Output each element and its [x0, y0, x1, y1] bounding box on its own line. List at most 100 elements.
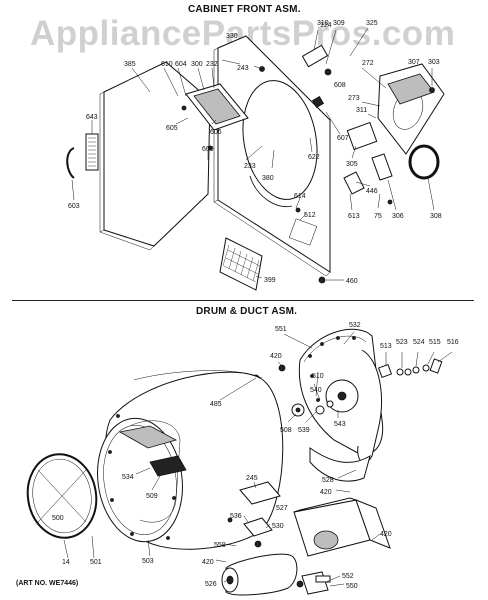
label-516: 516 [447, 339, 459, 346]
door-catch [343, 171, 365, 195]
cabinet-part-labels: 124 310 309 325 385 610 604 300 232 243 … [68, 20, 442, 285]
rear-bulkhead [298, 328, 384, 464]
art-number: (ART NO. WE7446) [16, 580, 79, 587]
label-604: 604 [175, 61, 187, 68]
lint-filter-slot [193, 88, 241, 125]
label-530: 530 [272, 523, 284, 530]
label-552: 552 [342, 573, 354, 580]
label-614: 614 [294, 193, 306, 200]
lint-filter-screen [219, 237, 263, 291]
label-606: 606 [210, 129, 222, 136]
label-300: 300 [191, 61, 203, 68]
label-603: 603 [68, 203, 80, 210]
label-510: 510 [312, 373, 324, 380]
label-485: 485 [210, 401, 222, 408]
door-strike [85, 133, 99, 171]
label-305: 305 [346, 161, 358, 168]
label-243: 243 [237, 65, 249, 72]
door-handle [66, 147, 75, 179]
drive-motor [221, 553, 298, 596]
section-divider [12, 300, 474, 301]
label-420-d: 420 [202, 559, 214, 566]
drum-rivets [108, 414, 176, 540]
label-528: 528 [322, 477, 334, 484]
label-446: 446 [366, 188, 378, 195]
label-124: 124 [320, 22, 332, 29]
label-420-a: 420 [270, 353, 282, 360]
label-311: 311 [356, 107, 367, 114]
label-523: 523 [396, 339, 408, 346]
label-380: 380 [262, 175, 274, 182]
cabinet-front-title: CABINET FRONT ASM. [188, 4, 301, 15]
label-536: 536 [230, 513, 242, 520]
terminal-block [346, 121, 378, 151]
label-643: 643 [86, 114, 98, 121]
label-539: 539 [298, 427, 310, 434]
label-608: 608 [334, 82, 346, 89]
label-303: 303 [428, 59, 440, 66]
label-551: 551 [275, 326, 287, 333]
leader-lines-drum [63, 331, 453, 587]
door-panel [99, 61, 211, 251]
label-500: 500 [52, 515, 64, 522]
label-605: 605 [166, 125, 178, 132]
blower-wheel [296, 571, 331, 595]
label-513: 513 [380, 343, 392, 350]
label-512: 512 [304, 212, 316, 219]
label-501: 501 [90, 559, 102, 566]
drum-part-labels: 551 532 420 510 513 523 524 515 516 485 … [52, 322, 459, 590]
label-527: 527 [276, 505, 288, 512]
bracket [371, 153, 393, 181]
label-399: 399 [264, 277, 276, 284]
label-14: 14 [62, 559, 70, 566]
label-306: 306 [392, 213, 404, 220]
label-534: 534 [122, 474, 134, 481]
cabinet-front-panel [213, 35, 331, 277]
idler-parts [377, 358, 443, 379]
label-622: 622 [308, 154, 320, 161]
drum-duct-title: DRUM & DUCT ASM. [196, 306, 298, 317]
label-460: 460 [346, 278, 358, 285]
label-508: 508 [280, 427, 292, 434]
label-550: 550 [346, 583, 358, 590]
label-543: 543 [334, 421, 346, 428]
label-385: 385 [124, 61, 136, 68]
label-526: 526 [205, 581, 217, 588]
exhaust-duct [293, 497, 391, 557]
dryer-drum [97, 370, 284, 550]
label-310: 310 [317, 20, 329, 27]
drum-seal-ring [408, 144, 440, 180]
label-232: 232 [206, 61, 218, 68]
label-524: 524 [413, 339, 425, 346]
label-330: 330 [226, 33, 238, 40]
drum-rear-ramp [309, 447, 371, 482]
label-609: 609 [202, 146, 214, 153]
label-273: 273 [348, 95, 360, 102]
label-233: 233 [244, 163, 256, 170]
label-420-c: 420 [380, 531, 392, 538]
label-75: 75 [374, 213, 382, 220]
leader-lines-cabinet [71, 27, 435, 281]
label-309: 309 [333, 20, 345, 27]
label-509: 509 [146, 493, 158, 500]
label-245: 245 [246, 475, 258, 482]
label-515: 515 [429, 339, 441, 346]
cabinet-clip [311, 95, 325, 109]
belt-clip-parts [227, 481, 281, 548]
door-strike-hatch [88, 137, 96, 167]
drum-front-seal [26, 453, 98, 539]
label-503: 503 [142, 558, 154, 565]
label-420-b: 420 [320, 489, 332, 496]
label-308: 308 [430, 213, 442, 220]
label-558: 558 [214, 542, 226, 549]
door-switch [301, 44, 332, 76]
label-613: 613 [348, 213, 360, 220]
label-272: 272 [362, 60, 374, 67]
label-607: 607 [337, 135, 349, 142]
label-532: 532 [349, 322, 361, 329]
label-307: 307 [408, 59, 420, 66]
label-325: 325 [366, 20, 378, 27]
top-front-bearing-assembly [377, 63, 445, 155]
